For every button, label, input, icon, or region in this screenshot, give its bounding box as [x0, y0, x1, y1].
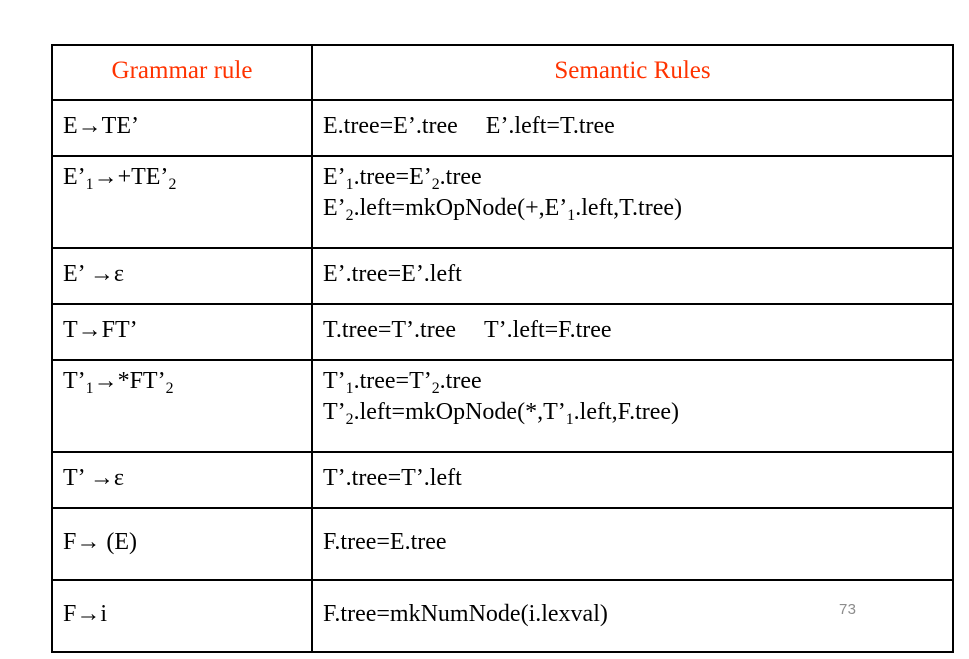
subscript: 1	[345, 175, 354, 193]
table-row: F→i F.tree=mkNumNode(i.lexval)	[51, 579, 954, 653]
grammar-rule-part: T’	[63, 368, 86, 394]
semantic-rule-line: E’1.tree=E’2.tree	[323, 163, 946, 192]
semantic-rule-line: T.tree=T’.tree T’.left=F.tree	[323, 316, 946, 345]
semantic-rule-part: .tree=E’	[353, 164, 432, 190]
subscript: 2	[168, 175, 177, 193]
semantic-rule-part: .left=mkOpNode(*,T’	[353, 399, 566, 426]
page-number: 73	[839, 601, 857, 618]
table-header: Grammar rule Semantic Rules	[51, 44, 954, 101]
semantic-rule-cell: T.tree=T’.tree T’.left=F.tree	[311, 303, 954, 361]
semantic-rule-line: E.tree=E’.tree E’.left=T.tree	[323, 112, 946, 141]
semantic-rule-cell: E’.tree=E’.left	[311, 247, 954, 305]
subscript: 2	[345, 207, 354, 225]
semantic-rule-part: T’.left=F.tree	[484, 317, 612, 344]
table-header-row: Grammar rule Semantic Rules	[51, 44, 954, 101]
table-row: E’ →ε E’.tree=E’.left	[51, 247, 954, 305]
semantic-rule-part: T.tree=T’.tree	[323, 317, 456, 344]
grammar-rule-text: E→TE’	[63, 113, 139, 140]
grammar-rule-part: →*FT’	[93, 368, 166, 394]
grammar-rule-text: F→ (E)	[63, 529, 137, 556]
table-row: E’1→+TE’2 E’1.tree=E’2.tree E’2.left=mkO…	[51, 155, 954, 249]
grammar-rule-text: E’1→+TE’2	[63, 164, 177, 193]
subscript: 1	[85, 379, 94, 397]
semantic-rule-line: F.tree=E.tree	[323, 529, 447, 556]
grammar-rule-cell: E’1→+TE’2	[51, 155, 313, 249]
semantic-rule-cell: F.tree=mkNumNode(i.lexval)	[311, 579, 954, 653]
semantic-rule-part: E’.left=T.tree	[485, 113, 615, 140]
grammar-rule-text: T’1→*FT’2	[63, 368, 174, 397]
subscript: 1	[567, 207, 576, 225]
semantic-rule-cell: E.tree=E’.tree E’.left=T.tree	[311, 99, 954, 157]
subscript: 2	[165, 379, 174, 397]
grammar-rule-text: T→FT’	[63, 317, 138, 344]
grammar-rule-cell: T→FT’	[51, 303, 313, 361]
semantic-rule-part: T’	[323, 399, 346, 426]
syntax-directed-translation-table: Grammar rule Semantic Rules E→TE’ E.tree…	[51, 44, 954, 653]
semantic-rule-part: E’	[323, 195, 346, 222]
grammar-rule-cell: E→TE’	[51, 99, 313, 157]
column-header-grammar-rule: Grammar rule	[51, 44, 313, 101]
semantic-rule-cell: F.tree=E.tree	[311, 507, 954, 581]
grammar-rule-cell: F→i	[51, 579, 313, 653]
grammar-rule-part: E’	[63, 164, 86, 190]
semantic-rule-line: E’.tree=E’.left	[323, 261, 462, 288]
semantic-rule-part: T’	[323, 368, 346, 394]
table-row: F→ (E) F.tree=E.tree	[51, 507, 954, 581]
column-header-semantic-rules: Semantic Rules	[311, 44, 954, 101]
semantic-rule-cell: T’1.tree=T’2.tree T’2.left=mkOpNode(*,T’…	[311, 359, 954, 453]
subscript: 2	[431, 175, 440, 193]
table-row: E→TE’ E.tree=E’.tree E’.left=T.tree	[51, 99, 954, 157]
semantic-rule-line: T’.tree=T’.left	[323, 465, 462, 492]
semantic-rule-part: E.tree=E’.tree	[323, 113, 458, 140]
semantic-rule-line: E’2.left=mkOpNode(+,E’1.left,T.tree)	[323, 194, 946, 223]
grammar-rule-cell: F→ (E)	[51, 507, 313, 581]
subscript: 2	[345, 411, 354, 429]
semantic-rule-part: .left,F.tree)	[573, 399, 680, 426]
semantic-rule-line: T’2.left=mkOpNode(*,T’1.left,F.tree)	[323, 398, 946, 427]
semantic-rule-part: .left,T.tree)	[575, 195, 683, 222]
subscript: 1	[85, 175, 94, 193]
table-row: T’ →ε T’.tree=T’.left	[51, 451, 954, 509]
grammar-rule-part: →+TE’	[93, 164, 169, 190]
semantic-rule-part: .left=mkOpNode(+,E’	[353, 195, 568, 222]
grammar-rule-cell: T’1→*FT’2	[51, 359, 313, 453]
semantic-rule-part: .tree	[439, 164, 482, 190]
table-row: T→FT’ T.tree=T’.tree T’.left=F.tree	[51, 303, 954, 361]
grammar-rule-cell: T’ →ε	[51, 451, 313, 509]
semantic-rule-part: E’	[323, 164, 346, 190]
subscript: 1	[565, 411, 574, 429]
semantic-rule-cell: E’1.tree=E’2.tree E’2.left=mkOpNode(+,E’…	[311, 155, 954, 249]
semantic-rule-part: .tree	[439, 368, 482, 394]
table-row: T’1→*FT’2 T’1.tree=T’2.tree T’2.left=mkO…	[51, 359, 954, 453]
grammar-rule-cell: E’ →ε	[51, 247, 313, 305]
semantic-rule-line: T’1.tree=T’2.tree	[323, 367, 946, 396]
semantic-rule-part: .tree=T’	[353, 368, 432, 394]
grammar-rule-text: F→i	[63, 601, 108, 628]
semantic-rule-line: F.tree=mkNumNode(i.lexval)	[323, 601, 608, 628]
grammar-rule-text: E’ →ε	[63, 261, 124, 288]
subscript: 2	[431, 379, 440, 397]
subscript: 1	[345, 379, 354, 397]
grammar-rule-text: T’ →ε	[63, 465, 124, 492]
semantic-rule-cell: T’.tree=T’.left	[311, 451, 954, 509]
